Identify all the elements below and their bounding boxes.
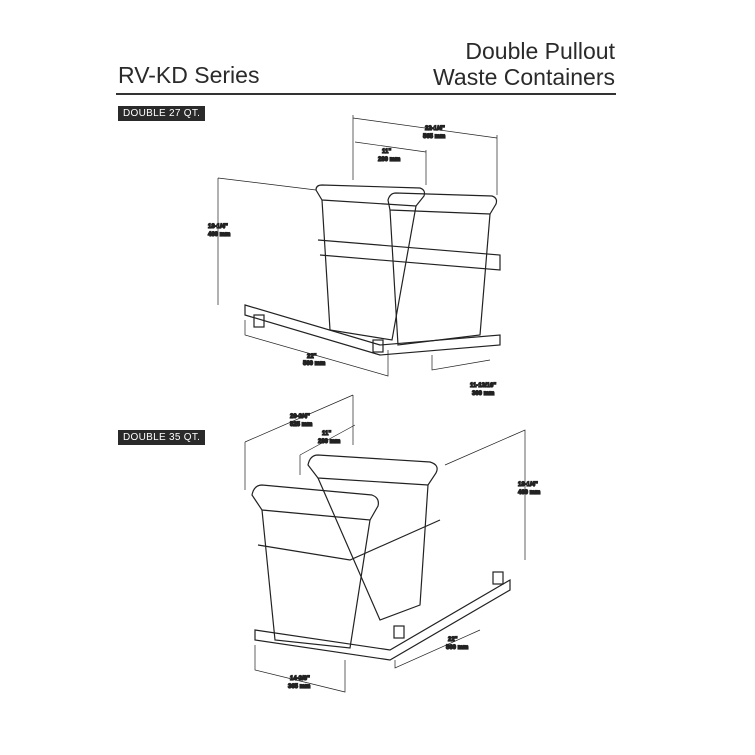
dim-overall-width-mm: 565 mm: [423, 134, 445, 140]
dim-bin-width: 11": [322, 431, 331, 437]
dim-height: 18-1/4": [208, 224, 228, 230]
dim-overall-width-mm: 525 mm: [290, 422, 312, 428]
dim-bin-width-mm: 280 mm: [318, 439, 340, 445]
diagram-label-27qt: DOUBLE 27 QT.: [118, 106, 206, 121]
dim-depth-mm: 560 mm: [446, 645, 468, 651]
dim-depth: 22": [307, 354, 317, 360]
dim-rear-mm: 300 mm: [472, 391, 494, 397]
bin-front-body: [261, 509, 371, 649]
wire-frame: [257, 519, 441, 561]
dim-bin-width: 11": [382, 149, 391, 155]
header-divider: [116, 93, 616, 95]
dim-overall-width: 20-3/4": [290, 414, 310, 420]
dim-height-mm: 460 mm: [518, 490, 540, 496]
bracket: [393, 625, 405, 639]
bracket: [253, 314, 265, 328]
title-line-1: Double Pullout: [465, 38, 615, 64]
bin-left-body: [321, 199, 417, 341]
bin-right-body: [389, 209, 491, 346]
slide-frame: [254, 578, 511, 661]
bin-back-body: [317, 477, 429, 621]
dim-lines: [352, 115, 498, 195]
dim-front-mm: 365 mm: [288, 684, 310, 690]
bracket: [372, 339, 384, 353]
dim-overall-width: 22-1/4": [425, 126, 445, 132]
dim-depth: 22": [448, 637, 458, 643]
title-line-2: Waste Containers: [433, 64, 615, 90]
product-title: Double Pullout Waste Containers: [433, 38, 615, 90]
drawing-27qt: [217, 115, 501, 377]
dim-bin-width-mm: 280 mm: [378, 157, 400, 163]
slide-frame: [244, 304, 501, 356]
bracket: [492, 571, 504, 585]
wire-frame: [317, 239, 501, 271]
bin-front-rim: [251, 484, 379, 521]
bin-right-rim: [387, 192, 498, 215]
bin-left-rim: [315, 184, 426, 207]
diagram-label-35qt: DOUBLE 35 QT.: [118, 430, 206, 445]
series-name: RV-KD Series: [118, 62, 260, 88]
dim-depth-mm: 560 mm: [303, 361, 325, 367]
bin-back-rim: [307, 454, 438, 486]
dim-height-mm: 460 mm: [208, 232, 230, 238]
dim-height: 18-1/4": [518, 482, 538, 488]
drawing-35qt: [244, 394, 526, 693]
dim-rear: 11-13/16": [470, 383, 496, 389]
dim-front: 14-3/8": [290, 676, 310, 682]
